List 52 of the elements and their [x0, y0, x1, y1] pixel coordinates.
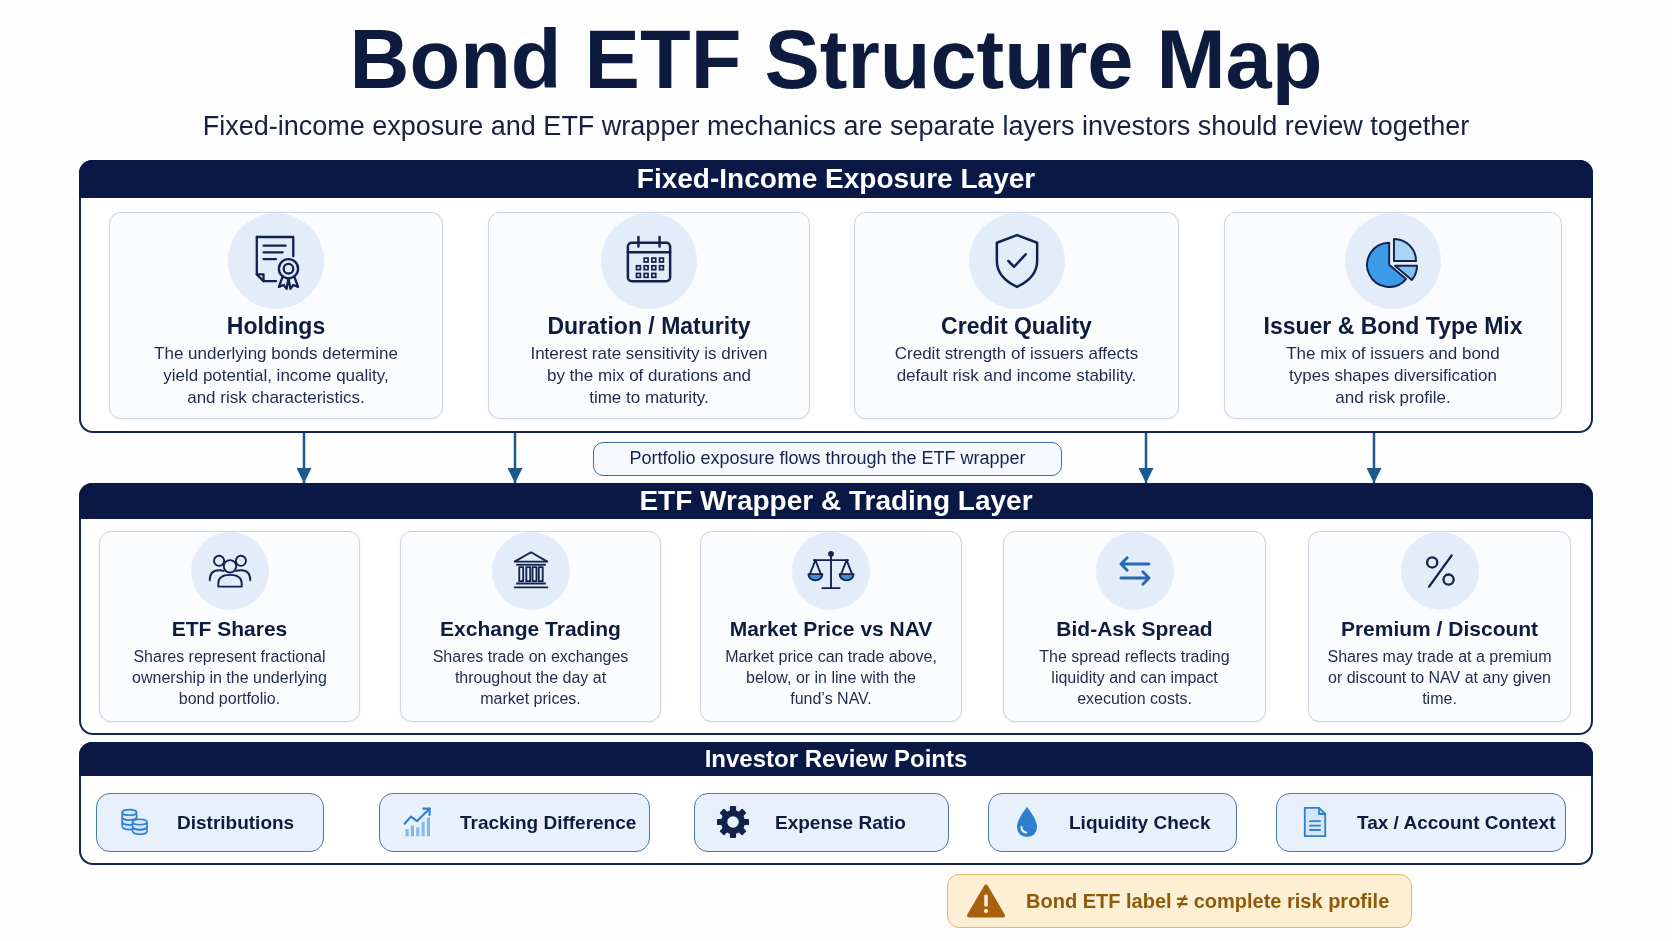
layer-panel — [79, 742, 1593, 865]
card-description: Credit strength of issuers affects default risk and income stability. — [893, 343, 1140, 387]
arrow — [296, 433, 312, 483]
warning-text: Bond ETF label ≠ complete risk profile — [1026, 888, 1390, 914]
layer-header: Fixed-Income Exposure Layer — [79, 160, 1593, 198]
warning-callout — [947, 874, 1412, 928]
card-title: Issuer & Bond Type Mix — [1263, 312, 1523, 340]
arrow — [1366, 433, 1382, 483]
card-title: Duration / Maturity — [547, 312, 751, 340]
card-title: Holdings — [226, 312, 326, 340]
review-point-tag — [694, 793, 949, 852]
card-title: Bid-Ask Spread — [1056, 616, 1213, 642]
card-description: Shares trade on exchanges throughout the day at market prices. — [431, 647, 630, 709]
flow-note: Portfolio exposure flows through the ETF wrapper — [593, 442, 1062, 476]
card-description: Interest rate sensitivity is driven by the mix of durations and time to maturity. — [529, 343, 769, 409]
info-card — [400, 531, 661, 722]
card-description: Market price can trade above, below, or in line with the fund’s NAV. — [724, 647, 938, 709]
card-description: The spread reflects trading liquidity and can impact execution costs. — [1038, 647, 1231, 709]
review-point-label: Distributions — [177, 810, 295, 835]
card-title: Credit Quality — [941, 312, 1092, 340]
card-title: Premium / Discount — [1340, 616, 1539, 642]
diagram-title: Bond ETF Structure Map — [349, 12, 1323, 108]
review-point-tag — [379, 793, 650, 852]
card-description: The underlying bonds determine yield potential, income quality, and risk characteristics. — [153, 343, 399, 409]
arrow — [507, 433, 523, 483]
card-description: Shares represent fractional ownership in the underlying bond portfolio. — [131, 647, 328, 709]
layer-panel — [79, 160, 1593, 433]
arrow — [1138, 433, 1154, 483]
layer-header: Investor Review Points — [79, 742, 1593, 776]
layer-header: ETF Wrapper & Trading Layer — [79, 483, 1593, 519]
card-title: Market Price vs NAV — [729, 616, 933, 642]
review-point-tag — [988, 793, 1237, 852]
info-card — [488, 212, 810, 419]
info-card — [854, 212, 1179, 419]
card-description: Shares may trade at a premium or discount to NAV at any given time. — [1326, 647, 1553, 709]
subtitle: Fixed-income exposure and ETF wrapper mechanics are separate layers investors should review together — [202, 110, 1470, 143]
info-card — [99, 531, 360, 722]
card-description: The mix of issuers and bond types shapes diversification and risk profile. — [1285, 343, 1501, 409]
review-point-label: Tax / Account Context — [1357, 810, 1556, 835]
card-title: ETF Shares — [171, 616, 288, 642]
info-card — [1308, 531, 1571, 722]
info-card — [700, 531, 962, 722]
review-point-label: Expense Ratio — [775, 810, 906, 835]
review-point-tag — [1276, 793, 1566, 852]
review-point-label: Tracking Difference — [460, 810, 637, 835]
review-point-tag — [96, 793, 324, 852]
layer-panel — [79, 483, 1593, 735]
review-point-label: Liquidity Check — [1069, 810, 1211, 835]
info-card — [1003, 531, 1266, 722]
card-title: Exchange Trading — [440, 616, 621, 642]
info-card — [109, 212, 443, 419]
info-card — [1224, 212, 1562, 419]
